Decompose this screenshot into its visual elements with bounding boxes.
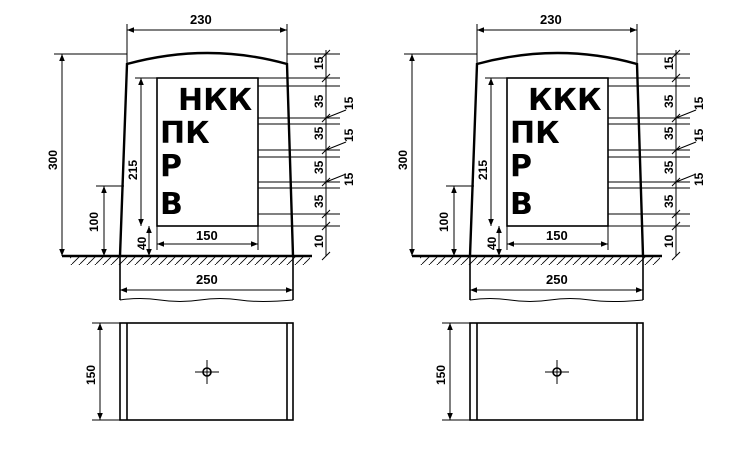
drawing-right: ККК ПК Р В 230 300 100 215 40 150 2 bbox=[396, 12, 706, 421]
plan-outline bbox=[469, 322, 644, 421]
plan-view: 150 bbox=[434, 322, 644, 421]
break-line bbox=[469, 298, 644, 302]
dim-chain-35: 35 bbox=[312, 194, 326, 208]
dim-chain-35: 35 bbox=[662, 194, 676, 208]
dim-total-height: 300 bbox=[46, 150, 60, 170]
dim-chain-10: 10 bbox=[662, 234, 676, 248]
dim-total-height: 300 bbox=[396, 150, 410, 170]
dim-chain-35: 35 bbox=[662, 126, 676, 140]
sign-text-line-1: НКК bbox=[178, 83, 253, 118]
dim-bottom-offset: 40 bbox=[135, 236, 149, 250]
dim-base-height: 100 bbox=[437, 212, 451, 232]
sign-text-line-1: ККК bbox=[528, 83, 602, 118]
marker-body-outline bbox=[468, 51, 645, 257]
tick bbox=[671, 73, 681, 83]
marker-body-outline bbox=[118, 51, 295, 257]
dim-inner-width: 150 bbox=[196, 228, 218, 243]
dim-chain-35: 35 bbox=[662, 160, 676, 174]
tick bbox=[671, 221, 681, 231]
dim-chain-15: 15 bbox=[662, 56, 676, 70]
leader bbox=[325, 141, 347, 151]
dim-plan-depth: 150 bbox=[434, 365, 448, 385]
elevation-view: ККК ПК Р В 230 300 100 215 40 150 2 bbox=[396, 12, 706, 302]
tick bbox=[321, 209, 331, 219]
leader bbox=[325, 173, 347, 183]
dim-spacing-15: 15 bbox=[342, 96, 356, 110]
right-dimension-chain: 15 35 35 35 35 10 15 15 15 bbox=[608, 49, 706, 261]
dim-base-height: 100 bbox=[87, 212, 101, 232]
dim-base-width: 250 bbox=[546, 272, 568, 287]
dim-spacing-15: 15 bbox=[342, 128, 356, 142]
leader bbox=[675, 173, 697, 183]
sign-text-line-4: В bbox=[160, 187, 183, 222]
ground-hatch bbox=[420, 257, 660, 265]
dim-chain-15: 15 bbox=[312, 56, 326, 70]
sign-panel bbox=[506, 77, 609, 227]
leader bbox=[675, 141, 697, 151]
leader bbox=[325, 109, 347, 119]
plan-view: 150 bbox=[84, 322, 294, 421]
leader bbox=[675, 109, 697, 119]
sign-text-line-3: Р bbox=[510, 149, 532, 184]
dim-spacing-15: 15 bbox=[342, 172, 356, 186]
tick bbox=[671, 209, 681, 219]
tick bbox=[671, 49, 681, 59]
dim-spacing-15: 15 bbox=[692, 172, 706, 186]
tick bbox=[671, 251, 681, 261]
dim-bottom-offset: 40 bbox=[485, 236, 499, 250]
plan-outline bbox=[119, 322, 294, 421]
dim-base-width: 250 bbox=[196, 272, 218, 287]
dim-plan-depth: 150 bbox=[84, 365, 98, 385]
break-line bbox=[119, 298, 294, 302]
dim-chain-35: 35 bbox=[312, 160, 326, 174]
sign-text-line-4: В bbox=[510, 187, 533, 222]
sign-panel bbox=[156, 77, 259, 227]
dim-inner-height: 215 bbox=[126, 160, 140, 180]
dim-spacing-15: 15 bbox=[692, 96, 706, 110]
drawing-left: НКК ПК Р В 230 300 100 215 40 bbox=[46, 12, 356, 421]
tick bbox=[321, 251, 331, 261]
tick bbox=[321, 221, 331, 231]
dim-top-width: 230 bbox=[190, 12, 212, 27]
dim-chain-35: 35 bbox=[312, 94, 326, 108]
dim-spacing-15: 15 bbox=[692, 128, 706, 142]
dim-chain-10: 10 bbox=[312, 234, 326, 248]
ground-hatch bbox=[70, 257, 310, 265]
dim-inner-width: 150 bbox=[546, 228, 568, 243]
dim-inner-height: 215 bbox=[476, 160, 490, 180]
tick bbox=[321, 73, 331, 83]
tick bbox=[321, 49, 331, 59]
dim-chain-35: 35 bbox=[662, 94, 676, 108]
sign-text-line-3: Р bbox=[160, 149, 182, 184]
elevation-view: НКК ПК Р В 230 300 100 215 40 bbox=[46, 12, 356, 302]
dim-chain-35: 35 bbox=[312, 126, 326, 140]
sign-text-line-2: ПК bbox=[160, 116, 210, 151]
dim-top-width: 230 bbox=[540, 12, 562, 27]
sign-text-line-2: ПК bbox=[510, 116, 560, 151]
right-dimension-chain: 15 35 35 35 35 10 15 15 15 bbox=[258, 49, 356, 261]
